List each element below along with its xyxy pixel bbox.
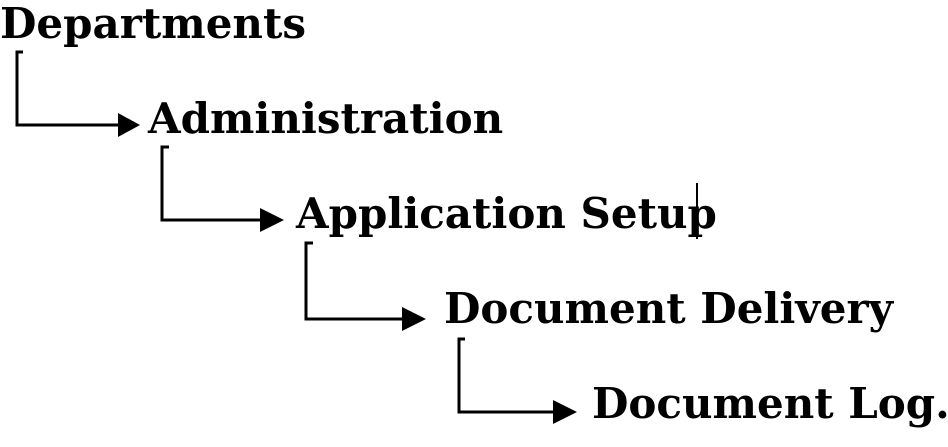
text-cursor [696,183,698,239]
node-document-delivery: Document Delivery [444,284,893,333]
connector-administration-application-setup [160,145,284,232]
node-application-setup: Application Setup [296,189,717,238]
connector-application-setup-document-delivery [304,241,426,331]
node-document-log: Document Log. [592,379,948,428]
node-administration: Administration [148,94,504,143]
node-departments: Departments [0,0,306,48]
connector-departments-administration [15,50,140,137]
connector-document-delivery-document-log [457,337,577,424]
